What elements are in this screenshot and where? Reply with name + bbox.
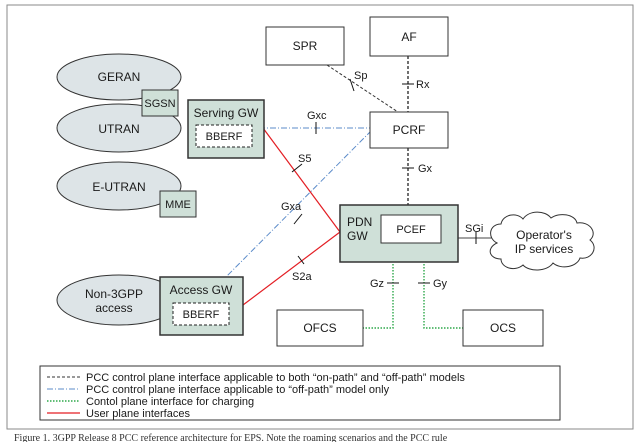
gz-label: Gz <box>370 278 384 290</box>
sgi-label: SGi <box>465 223 483 235</box>
ocs-box <box>462 309 544 347</box>
mme-label: MME <box>165 199 191 211</box>
af-box <box>369 16 449 57</box>
s2a-label: S2a <box>292 271 312 283</box>
utran-label: UTRAN <box>98 122 139 136</box>
gxa-label: Gxa <box>281 201 302 213</box>
gxa-tick <box>293 213 303 225</box>
gxc-label: Gxc <box>307 110 327 122</box>
bberf-serving-box <box>195 124 253 148</box>
sp-label: Sp <box>354 70 367 82</box>
access-gw-label: Access GW <box>170 283 233 297</box>
s5-tick <box>291 163 303 173</box>
ip-services-label-line1: Operator's <box>516 228 572 242</box>
gy-label: Gy <box>433 278 448 290</box>
ip-services-label-line2: IP services <box>515 242 573 256</box>
pcef-label: PCEF <box>396 224 426 236</box>
legend-dotted-text: Contol plane interface for charging <box>86 396 254 408</box>
sgsn-box <box>141 89 179 117</box>
af-label: AF <box>401 30 416 44</box>
gxa-link <box>219 131 371 284</box>
figure-frame <box>6 4 634 430</box>
eutran-ellipse <box>56 161 182 211</box>
pcrf-label: PCRF <box>393 123 426 137</box>
s5-label: S5 <box>298 153 311 165</box>
mme-box <box>159 190 197 218</box>
geran-label: GERAN <box>98 70 141 84</box>
serving-gw-label: Serving GW <box>194 106 259 120</box>
s2a-link <box>242 231 341 306</box>
pdn-gw-label-line1: PDN <box>347 215 372 229</box>
bberf-access-box <box>172 302 230 326</box>
gz-link <box>363 243 394 329</box>
legend-dashed-text: PCC control plane interface applicable t… <box>86 372 465 384</box>
ip-services-cloud <box>489 211 595 271</box>
eutran-label: E-UTRAN <box>92 180 145 194</box>
pcrf-box <box>369 111 449 149</box>
spr-box <box>265 26 345 66</box>
pcef-box <box>380 214 442 244</box>
ofcs-box <box>276 309 364 347</box>
non3gpp-label-line1: Non-3GPP <box>85 287 143 301</box>
non3gpp-label-line2: access <box>95 301 132 315</box>
legend-solid-text: User plane interfaces <box>86 408 190 420</box>
sgsn-label: SGSN <box>144 98 175 110</box>
figure-caption: Figure 1. 3GPP Release 8 PCC reference a… <box>14 433 448 442</box>
bberf-serving-label: BBERF <box>206 131 243 143</box>
legend-box <box>39 365 561 421</box>
bberf-access-label: BBERF <box>183 309 220 321</box>
s5-link <box>262 127 341 233</box>
ofcs-label: OFCS <box>303 321 336 335</box>
gx-label: Gx <box>418 163 433 175</box>
geran-ellipse <box>56 53 182 101</box>
legend-dashdot-text: PCC control plane interface applicable t… <box>86 384 390 396</box>
s2a-tick <box>297 255 305 265</box>
spr-label: SPR <box>293 39 318 53</box>
ocs-label: OCS <box>490 321 516 335</box>
pdn-gw-label-line2: GW <box>347 229 368 243</box>
sp-link <box>326 64 399 113</box>
gy-link <box>423 243 463 329</box>
rx-label: Rx <box>416 79 430 91</box>
sp-tick <box>349 78 355 92</box>
